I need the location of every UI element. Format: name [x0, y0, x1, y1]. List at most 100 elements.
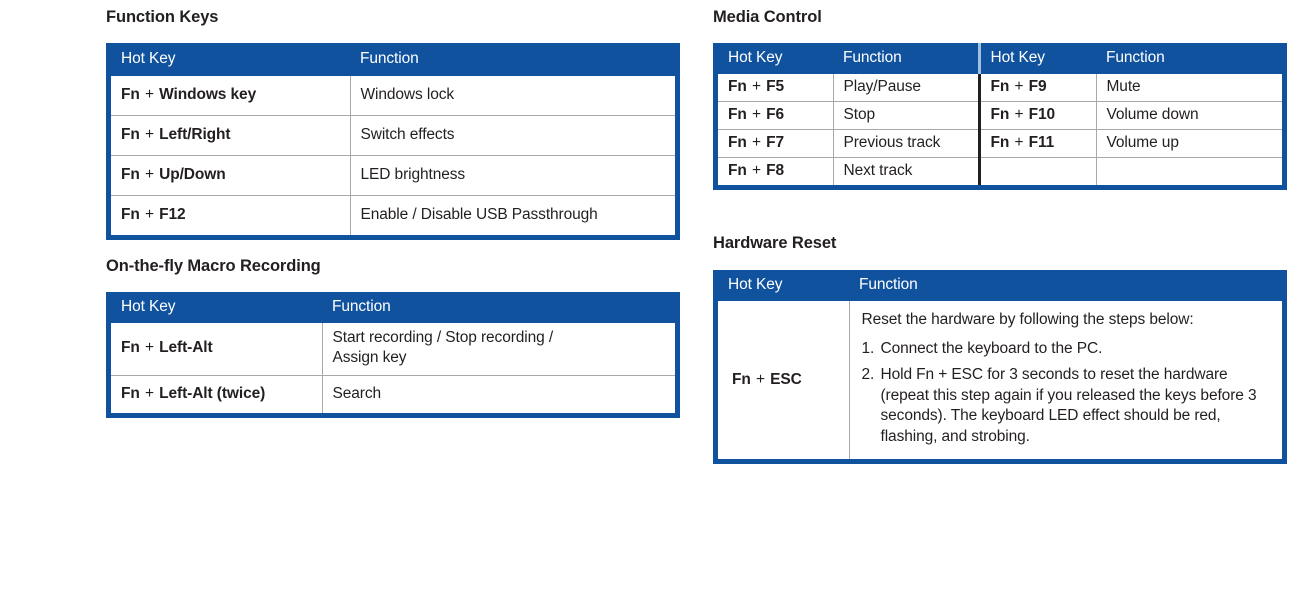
hotkey-prefix: Fn	[990, 106, 1010, 123]
table-row: Fn + F7 Previous track Fn + F11 Volume u…	[718, 129, 1282, 158]
hotkey-cell: Fn + Windows key	[111, 76, 350, 116]
column-header-hot-key: Hot Key	[111, 43, 350, 76]
hotkey-suffix: F5	[766, 78, 785, 95]
step-number: 1.	[861, 339, 875, 357]
hotkey-prefix: Fn	[121, 384, 140, 402]
step-number: 2.	[861, 366, 875, 384]
plus-symbol: +	[751, 106, 761, 123]
hotkey-suffix: F10	[1028, 106, 1056, 123]
plus-symbol: +	[1014, 78, 1024, 95]
hotkey-cell-right: Fn + F11	[977, 129, 1096, 158]
plus-symbol: +	[1014, 134, 1024, 151]
table-header-row: Hot Key Function	[718, 270, 1282, 301]
function-keys-title: Function Keys	[106, 8, 219, 26]
step-text: Hold Fn + ESC for 3 seconds to reset the…	[880, 366, 1257, 445]
column-header-function-left: Function	[833, 43, 979, 74]
hotkey-prefix: Fn	[732, 370, 751, 388]
hotkey-prefix: Fn	[728, 134, 747, 151]
table-row: Fn + F12 Enable / Disable USB Passthroug…	[111, 195, 675, 235]
plus-symbol: +	[1014, 106, 1024, 123]
hotkey-suffix: Left/Right	[159, 126, 231, 143]
function-cell-right-empty	[1095, 157, 1282, 185]
hotkey-prefix: Fn	[728, 162, 747, 179]
reset-step: 2. Hold Fn + ESC for 3 seconds to reset …	[862, 365, 1273, 447]
function-cell: LED brightness	[349, 155, 675, 196]
function-cell-left: Play/Pause	[832, 74, 979, 102]
hotkey-suffix: Left-Alt	[159, 339, 213, 357]
reset-steps-list: 1. Connect the keyboard to the PC. 2. Ho…	[862, 339, 1273, 447]
column-header-hot-key-right: Hot Key	[977, 43, 1096, 74]
hotkey-suffix: ESC	[770, 370, 802, 388]
column-header-hot-key: Hot Key	[111, 292, 322, 323]
hotkey-prefix: Fn	[121, 126, 140, 143]
column-header-function-right: Function	[1096, 43, 1282, 74]
hotkey-prefix: Fn	[990, 78, 1010, 95]
function-cell-left: Stop	[832, 101, 979, 130]
scan-artifact: ·	[565, 543, 567, 548]
hotkey-suffix: F8	[766, 162, 785, 179]
table-row: Fn + Left-Alt (twice) Search	[111, 374, 675, 413]
hotkey-prefix: Fn	[728, 106, 747, 123]
column-header-function: Function	[350, 43, 675, 76]
macro-recording-table: Hot Key Function Fn + Left-Alt Start rec…	[106, 292, 680, 418]
table-header-row: Hot Key Function	[111, 43, 675, 76]
hotkey-prefix: Fn	[121, 206, 140, 223]
step-text: Connect the keyboard to the PC.	[880, 339, 1103, 357]
hotkey-cell: Fn + Left-Alt (twice)	[111, 374, 322, 413]
function-keys-table: Hot Key Function Fn + Windows key Window…	[106, 43, 680, 240]
hotkey-cell: Fn + F12	[111, 195, 350, 235]
hotkey-suffix: Left-Alt (twice)	[159, 384, 266, 402]
column-header-hot-key: Hot Key	[718, 270, 849, 301]
column-header-function: Function	[849, 270, 1282, 301]
hotkey-cell: Fn + Left-Alt	[111, 323, 322, 376]
hardware-reset-table: Hot Key Function Fn + ESC Reset the hard…	[713, 270, 1287, 465]
plus-symbol: +	[751, 78, 761, 95]
hotkey-suffix: F9	[1028, 78, 1047, 95]
table-row: Fn + ESC Reset the hardware by following…	[718, 301, 1282, 460]
hotkey-cell-right-empty	[977, 157, 1096, 185]
function-cell-left: Next track	[832, 157, 979, 185]
hotkey-cell: Fn + Left/Right	[111, 115, 350, 156]
plus-symbol: +	[144, 86, 154, 103]
function-cell-right: Mute	[1095, 74, 1282, 102]
function-cell: Windows lock	[349, 76, 675, 116]
hotkey-prefix: Fn	[121, 166, 140, 183]
table-row: Fn + F8 Next track	[718, 157, 1282, 185]
hotkey-prefix: Fn	[121, 86, 140, 103]
function-cell: Reset the hardware by following the step…	[848, 301, 1282, 460]
reset-intro-text: Reset the hardware by following the step…	[861, 311, 1194, 328]
plus-symbol: +	[755, 370, 765, 388]
table-row: Fn + Left/Right Switch effects	[111, 115, 675, 156]
plus-symbol: +	[751, 162, 761, 179]
plus-symbol: +	[144, 206, 154, 223]
hotkey-cell-left: Fn + F8	[718, 157, 833, 185]
plus-symbol: +	[144, 339, 154, 357]
table-row: Fn + Left-Alt Start recording / Stop rec…	[111, 323, 675, 376]
scan-artifact: ·	[253, 521, 255, 526]
function-cell: Start recording / Stop recording / Assig…	[321, 323, 675, 376]
hotkey-prefix: Fn	[728, 78, 747, 95]
hotkey-cell-left: Fn + F7	[718, 129, 833, 158]
hotkey-suffix: Up/Down	[159, 166, 226, 183]
function-cell-left: Previous track	[832, 129, 979, 158]
function-line-1: Start recording / Stop recording /	[332, 329, 554, 346]
function-cell-right: Volume down	[1095, 101, 1282, 130]
reset-step: 1. Connect the keyboard to the PC.	[862, 339, 1273, 359]
hotkey-cell-left: Fn + F5	[718, 74, 833, 102]
media-control-table: Hot Key Function Hot Key Function Fn + F…	[713, 43, 1287, 190]
plus-symbol: +	[144, 384, 154, 402]
hotkey-suffix: F11	[1028, 134, 1055, 151]
function-cell: Enable / Disable USB Passthrough	[349, 195, 675, 235]
table-row: Fn + F6 Stop Fn + F10 Volume down	[718, 101, 1282, 130]
plus-symbol: +	[144, 126, 154, 143]
hotkey-cell: Fn + ESC	[718, 301, 849, 460]
column-header-hot-key-left: Hot Key	[718, 43, 833, 74]
table-row: Fn + F5 Play/Pause Fn + F9 Mute	[718, 74, 1282, 102]
hotkey-cell: Fn + Up/Down	[111, 155, 350, 196]
hardware-reset-title: Hardware Reset	[713, 234, 837, 252]
plus-symbol: +	[144, 166, 154, 183]
function-line-2: Assign key	[332, 349, 407, 367]
hotkey-suffix: Windows key	[159, 86, 257, 103]
hotkey-prefix: Fn	[990, 134, 1010, 151]
hotkey-suffix: F6	[766, 106, 785, 123]
